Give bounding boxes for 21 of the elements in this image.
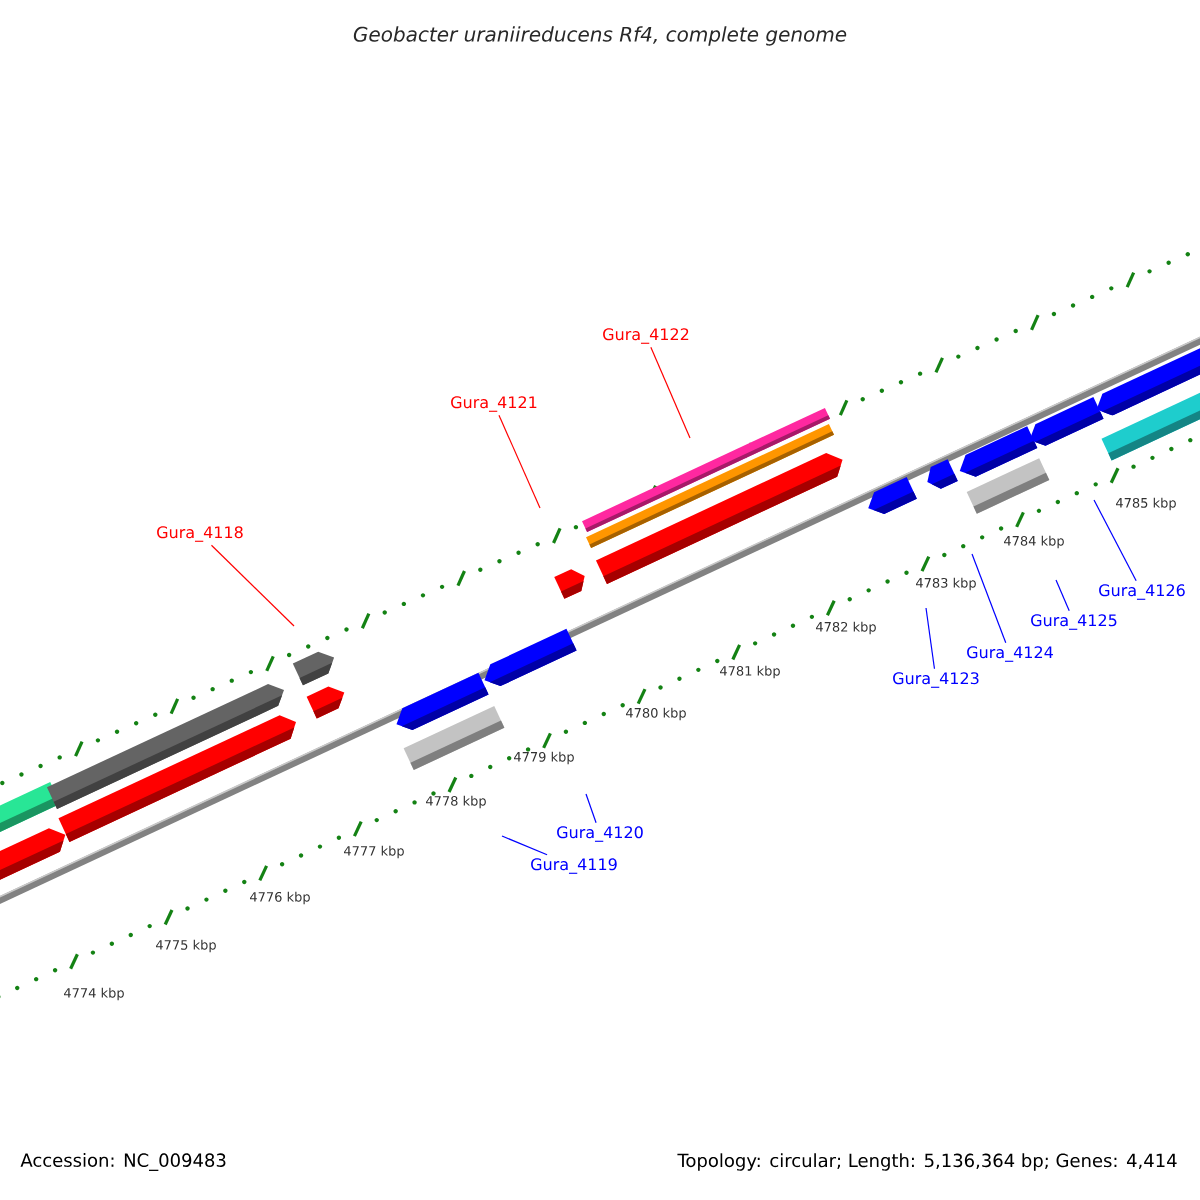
gene-label: Gura_4120 — [557, 826, 643, 842]
leader-line — [925, 607, 936, 670]
gene-label: Gura_4119 — [531, 858, 617, 874]
leader-line — [501, 835, 548, 856]
footer-text: Topology: circular; Length: 5,136,364 bp; Genes: 4,414 — [677, 1153, 1177, 1171]
leader-line — [498, 414, 541, 509]
gene-label: Gura_4118 — [157, 526, 243, 542]
title: Geobacter uraniireducens Rf4, complete genome — [353, 26, 847, 46]
leader-line — [1093, 499, 1137, 582]
gene-label: Gura_4122 — [603, 328, 689, 344]
gene-label: Gura_4126 — [1099, 584, 1185, 600]
gene-label: Gura_4125 — [1031, 614, 1117, 630]
gene-label: Gura_4121 — [451, 396, 537, 412]
leader-line — [210, 544, 295, 627]
gene-label: Gura_4124 — [967, 646, 1053, 662]
leader-line — [650, 346, 691, 439]
footer-text: Accession: NC_009483 — [20, 1153, 226, 1171]
leader-line — [971, 553, 1007, 644]
leader-line — [1055, 579, 1070, 612]
gene-label: Gura_4123 — [893, 672, 979, 688]
leader-line — [585, 793, 597, 824]
